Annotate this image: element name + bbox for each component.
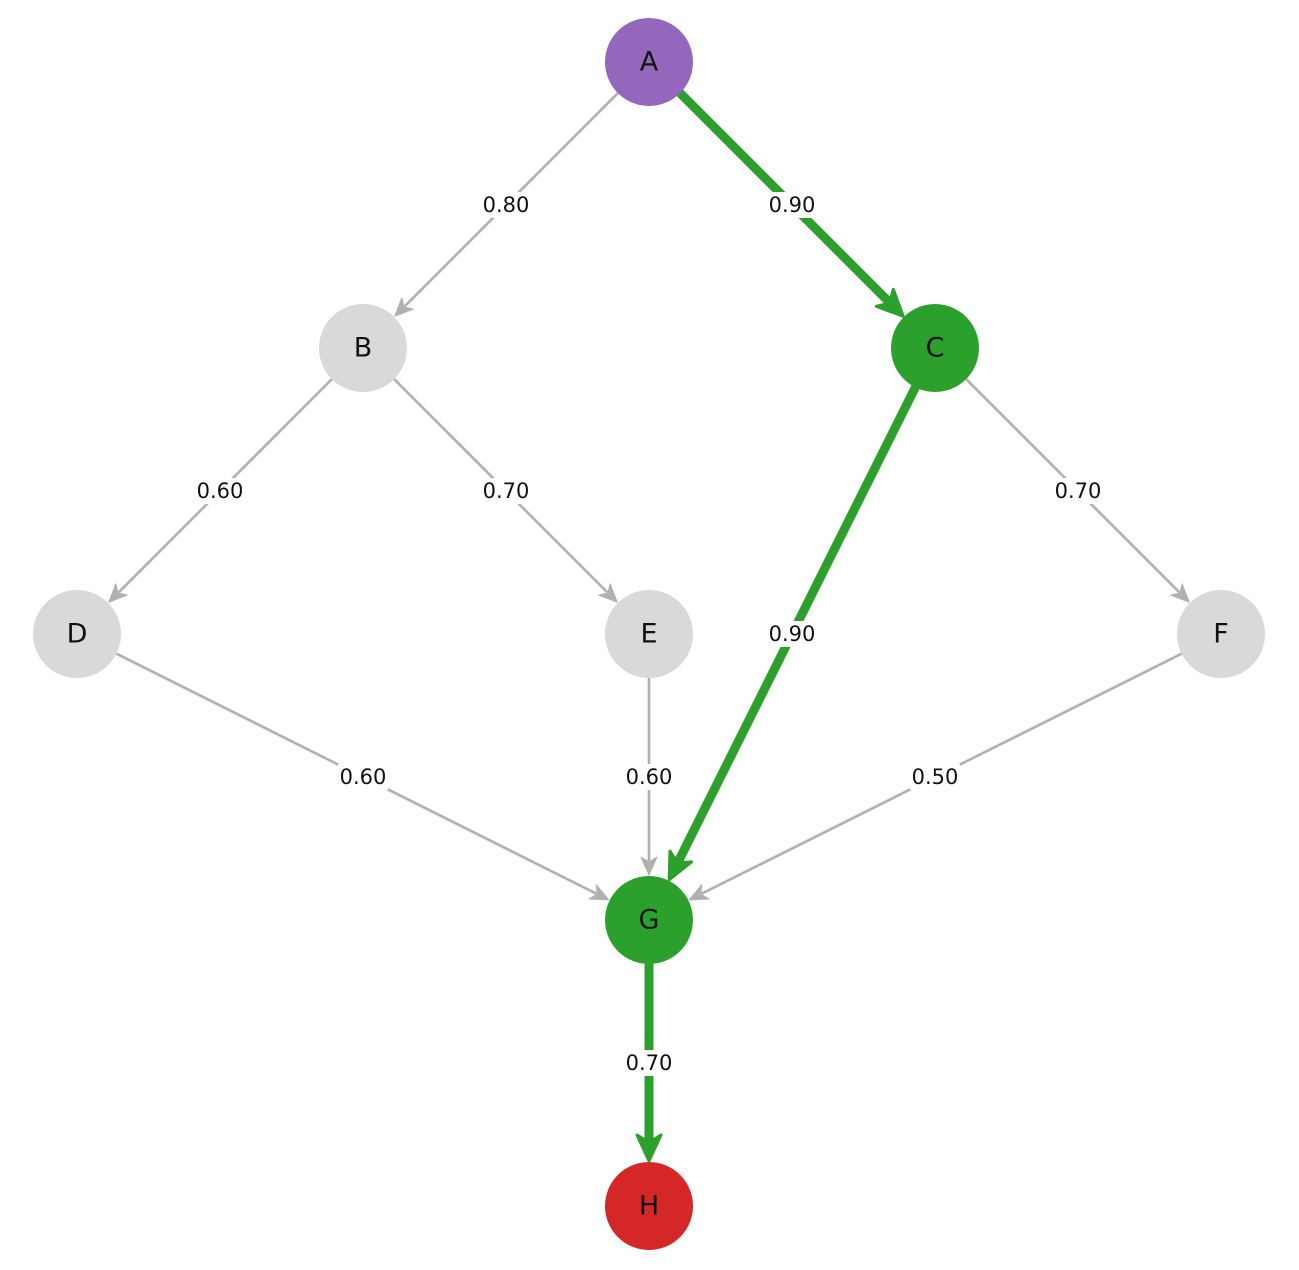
node-circle <box>605 876 693 964</box>
edge-weight-label: 0.50 <box>912 765 959 789</box>
node-circle <box>1177 590 1265 678</box>
edge-label-G-H: 0.70 <box>624 1050 674 1076</box>
edge-weight-label: 0.90 <box>769 622 816 646</box>
arrowhead-icon <box>635 1133 663 1163</box>
node-circle <box>605 1162 693 1250</box>
node-circle <box>891 304 979 392</box>
edge-label-C-F: 0.70 <box>1053 478 1103 504</box>
node-D: D <box>33 590 121 678</box>
node-label: D <box>67 619 88 650</box>
node-E: E <box>605 590 693 678</box>
edge-weight-label: 0.60 <box>626 765 673 789</box>
arrowhead-icon <box>598 583 618 603</box>
arrowhead-icon <box>1170 583 1190 603</box>
edge-label-B-D: 0.60 <box>195 478 245 504</box>
edge-label-background <box>910 764 960 790</box>
arrowhead-icon <box>874 287 905 318</box>
node-C: C <box>891 304 979 392</box>
edge-weight-label: 0.60 <box>340 765 387 789</box>
nodes-layer: A B C D E F G H <box>33 18 1265 1250</box>
edge-weight-label: 0.70 <box>483 479 530 503</box>
edge-weight-label: 0.70 <box>626 1051 673 1075</box>
arrowhead-icon <box>108 583 128 603</box>
edge-label-background <box>481 478 531 504</box>
edge-label-background <box>195 478 245 504</box>
arrowhead-icon <box>640 856 658 876</box>
node-circle <box>33 590 121 678</box>
node-circle <box>605 18 693 106</box>
node-G: G <box>605 876 693 964</box>
node-B: B <box>319 304 407 392</box>
edge-weight-label: 0.90 <box>769 193 816 217</box>
node-label: E <box>640 619 657 650</box>
arrowhead-icon <box>588 884 610 901</box>
arrowhead-icon <box>667 849 693 882</box>
edge-label-D-G: 0.60 <box>338 764 388 790</box>
node-label: B <box>354 333 373 364</box>
edge-label-background <box>338 764 388 790</box>
edge-label-background <box>481 192 531 218</box>
edge-label-background <box>767 192 817 218</box>
node-label: A <box>640 47 659 78</box>
node-label: F <box>1213 619 1229 650</box>
node-label: C <box>926 333 945 364</box>
edge-weight-label: 0.70 <box>1055 479 1102 503</box>
edge-labels-layer: 0.80 0.90 0.60 0.70 0.70 0.90 0.60 0.60 0.50 0.70 <box>195 192 1103 1076</box>
edge-weight-label: 0.60 <box>197 479 244 503</box>
arrowhead-icon <box>688 884 710 901</box>
edge-label-background <box>624 764 674 790</box>
node-label: H <box>639 1191 659 1222</box>
edge-label-background <box>624 1050 674 1076</box>
edge-label-background <box>1053 478 1103 504</box>
edge-label-A-C: 0.90 <box>767 192 817 218</box>
node-H: H <box>605 1162 693 1250</box>
edge-label-F-G: 0.50 <box>910 764 960 790</box>
arrowhead-icon <box>394 297 414 317</box>
edge-weight-label: 0.80 <box>483 193 530 217</box>
edge-label-background <box>767 621 817 647</box>
edge-label-B-E: 0.70 <box>481 478 531 504</box>
node-label: G <box>639 905 660 936</box>
node-circle <box>319 304 407 392</box>
edge-label-E-G: 0.60 <box>624 764 674 790</box>
node-A: A <box>605 18 693 106</box>
node-F: F <box>1177 590 1265 678</box>
node-circle <box>605 590 693 678</box>
edge-label-C-G: 0.90 <box>767 621 817 647</box>
edge-label-A-B: 0.80 <box>481 192 531 218</box>
